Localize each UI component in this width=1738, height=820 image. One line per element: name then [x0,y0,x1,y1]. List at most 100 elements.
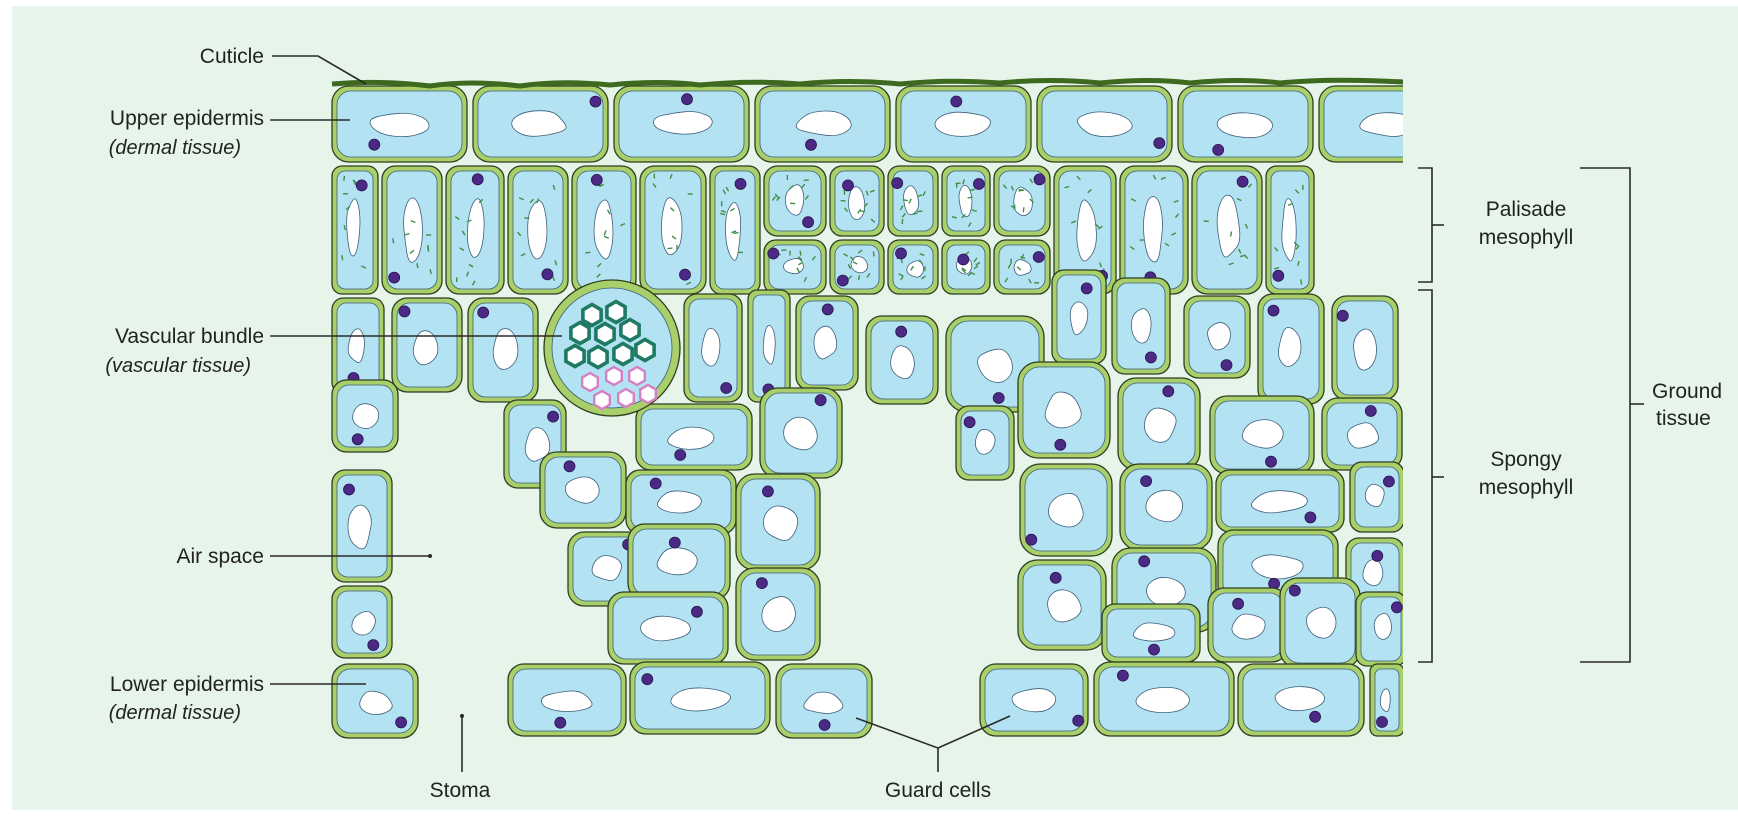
nucleus [1237,176,1248,187]
xylem-cell [621,320,639,341]
vascular-bundle [544,280,680,416]
lower-epidermis-cell [508,664,626,736]
nucleus [590,96,601,107]
nucleus [642,674,653,685]
spongy-cell [1118,378,1200,470]
spongy-cell [332,380,398,452]
chloroplast [902,219,903,224]
nucleus [1268,305,1279,316]
chloroplast [873,251,874,256]
spongy-cell [1112,278,1170,374]
nucleus [472,174,483,185]
lower-epidermis-cell [1094,662,1234,736]
xylem-cell [571,323,589,344]
palisade-cell [764,166,826,236]
nucleus [478,307,489,318]
nucleus [1026,534,1037,545]
spongy-cell [1356,592,1406,666]
lower-epidermis-cell [1238,664,1364,736]
phloem-cell [594,391,610,409]
nucleus [344,484,355,495]
chloroplast [428,247,429,252]
upper-epidermis-cell [1178,86,1313,162]
upper-epidermis-cell [896,86,1031,162]
palisade-cell [382,166,442,294]
spongy-cell [796,296,858,390]
spongy-cell [1208,588,1288,662]
nucleus [1372,550,1383,561]
spongy-cell [1210,396,1314,474]
xylem-cell [566,346,584,367]
nucleus [1391,602,1402,613]
nucleus [682,94,693,105]
spongy-cell [608,592,728,664]
phloem-cell [582,373,598,391]
nucleus [1139,556,1150,567]
chloroplast [1231,231,1232,236]
chloroplast [734,233,739,234]
nucleus [892,178,903,189]
upper-epidermis-cell [755,86,890,162]
chloroplast [393,238,394,243]
palisade-cell [1120,166,1188,294]
stoma-label: Stoma [430,779,491,802]
nucleus [822,304,833,315]
nucleus [1050,572,1061,583]
nucleus [564,461,575,472]
vacuole [1131,309,1151,343]
xylem-cell [614,344,632,365]
nucleus [762,486,773,497]
chloroplast [585,252,590,253]
chloroplast [344,176,345,181]
chloroplast [804,180,809,181]
air-space-pointer-dot [428,554,432,558]
palisade-cell [446,166,504,294]
phloem-cell [606,367,622,385]
xylem-cell [607,302,625,323]
palisade-label-line1: Palisade [1486,198,1567,221]
spongy-cell [684,294,742,402]
xylem-cell [596,324,614,345]
palisade-cell [640,166,706,294]
nucleus [756,578,767,589]
spongy-cell [1120,464,1212,550]
chloroplast [1019,190,1024,191]
xylem-cell [636,340,654,361]
nucleus [1289,585,1300,596]
spongy-cell [1102,604,1200,662]
nucleus [389,272,400,283]
spongy-cell [1280,578,1360,668]
guard-cells-label: Guard cells [885,779,991,802]
nucleus [1055,439,1066,450]
nucleus [815,395,826,406]
xylem-cell [589,347,607,368]
nucleus [896,248,907,259]
nucleus [1141,476,1152,487]
vacuole [528,201,547,259]
nucleus [368,640,379,651]
chloroplast [1023,207,1024,212]
nucleus [721,383,732,394]
upper-epidermis-cell [473,86,608,162]
spongy-cell [866,316,938,404]
spongy-cell [1322,398,1402,470]
palisade-cell [994,166,1050,236]
nucleus [1305,512,1316,523]
chloroplast [667,248,672,249]
chloroplast [342,255,343,260]
nucleus [591,174,602,185]
nucleus [1383,476,1394,487]
palisade-cell [572,166,636,294]
nucleus [548,411,559,422]
nucleus [843,180,854,191]
upper-epidermis-cell [332,86,467,162]
ground-tissue-label-line2: tissue [1656,407,1711,430]
chloroplast [1301,279,1302,284]
spongy-cell [332,586,392,658]
vacuole [1282,199,1296,261]
nucleus [896,326,907,337]
nucleus [669,537,680,548]
nucleus [964,417,975,428]
nucleus [735,178,746,189]
